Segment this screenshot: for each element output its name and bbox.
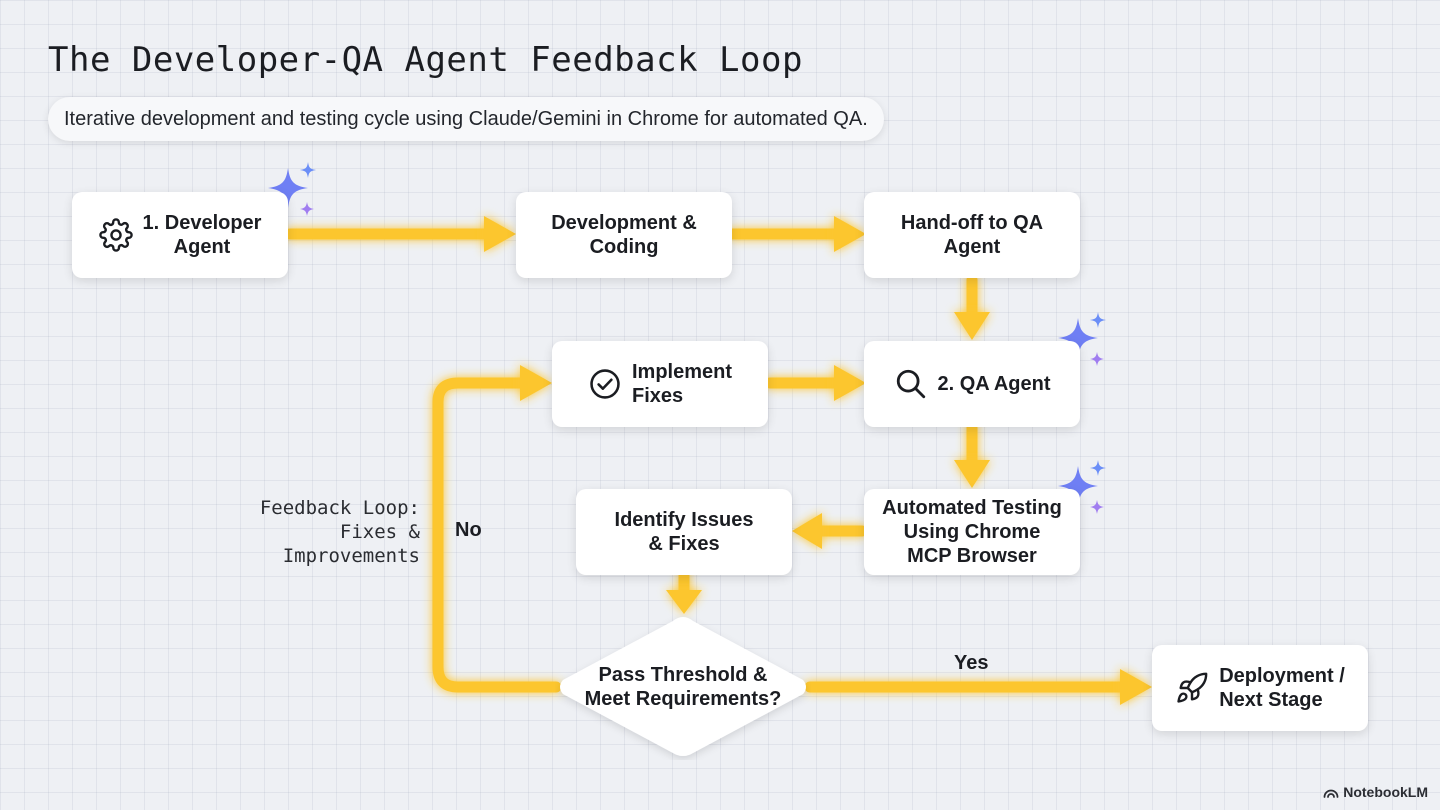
subtitle-pill: Iterative development and testing cycle … — [48, 97, 884, 141]
sparkle-icon — [1058, 460, 1106, 514]
node-label: Automated Testing — [882, 497, 1062, 519]
arrowhead-decision — [666, 590, 702, 614]
note-line: Fixes & — [339, 521, 420, 543]
arrowhead-deployment — [1120, 669, 1152, 705]
brand-name: NotebookLM — [1343, 784, 1428, 800]
node-label: Coding — [589, 236, 659, 258]
node-label: Next Stage — [1219, 689, 1323, 711]
identify-issues-node: Identify Issues & Fixes — [576, 489, 792, 575]
deployment-node: Deployment / Next Stage — [1152, 645, 1368, 731]
sparkle-icon — [1058, 312, 1106, 366]
note-line: Improvements — [282, 545, 420, 567]
node-label: Hand-off to QA — [900, 212, 1044, 234]
node-label: & Fixes — [648, 533, 720, 555]
arrowhead-qa-from-implement — [834, 365, 866, 401]
node-label: Using Chrome — [903, 521, 1041, 543]
node-label: 2. QA Agent — [937, 373, 1051, 395]
developer-agent-node: 1. Developer Agent — [72, 192, 288, 278]
sparkle-icon — [268, 162, 316, 216]
rocket-icon — [1177, 672, 1208, 703]
node-label: Agent — [943, 236, 1001, 258]
arrowhead-testing — [954, 460, 990, 488]
arrowhead-handoff — [834, 216, 866, 252]
implement-fixes-node: Implement Fixes — [552, 341, 768, 427]
node-label: MCP Browser — [907, 545, 1037, 567]
feedback-loop-arrow — [432, 377, 562, 693]
note-line: Feedback Loop: — [259, 497, 420, 519]
node-label: Fixes — [631, 385, 684, 407]
decision-diamond: Pass Threshold & Meet Requirements? — [555, 614, 811, 760]
development-coding-node: Development & Coding — [516, 192, 732, 278]
branding: NotebookLM — [1323, 784, 1428, 800]
page-title: The Developer-QA Agent Feedback Loop — [48, 40, 803, 80]
edge-label-no: No — [455, 519, 482, 541]
decision-label: Pass Threshold & — [598, 664, 768, 686]
node-label: Development & — [551, 212, 697, 234]
handoff-qa-node: Hand-off to QA Agent — [864, 192, 1080, 278]
feedback-loop-note: Feedback Loop: Fixes & Improvements — [230, 496, 420, 568]
notebooklm-logo-icon — [1323, 789, 1339, 798]
arrowhead-implement — [520, 365, 552, 401]
node-label: Agent — [173, 236, 231, 258]
node-label: Identify Issues — [614, 509, 754, 531]
node-label: Implement — [631, 361, 733, 383]
edge-label-yes: Yes — [954, 652, 989, 674]
qa-agent-node: 2. QA Agent — [864, 341, 1080, 427]
node-label: 1. Developer — [142, 212, 262, 234]
arrowhead-coding — [484, 216, 516, 252]
diamond-shape — [560, 617, 806, 756]
gear-icon — [98, 218, 133, 252]
automated-testing-node: Automated Testing Using Chrome MCP Brows… — [864, 489, 1080, 575]
check-circle-icon — [590, 369, 620, 399]
arrowhead-qa — [954, 312, 990, 340]
search-icon — [896, 369, 925, 399]
node-label: Deployment / — [1219, 665, 1345, 687]
decision-label: Meet Requirements? — [584, 688, 782, 710]
arrowhead-identify — [792, 513, 822, 549]
